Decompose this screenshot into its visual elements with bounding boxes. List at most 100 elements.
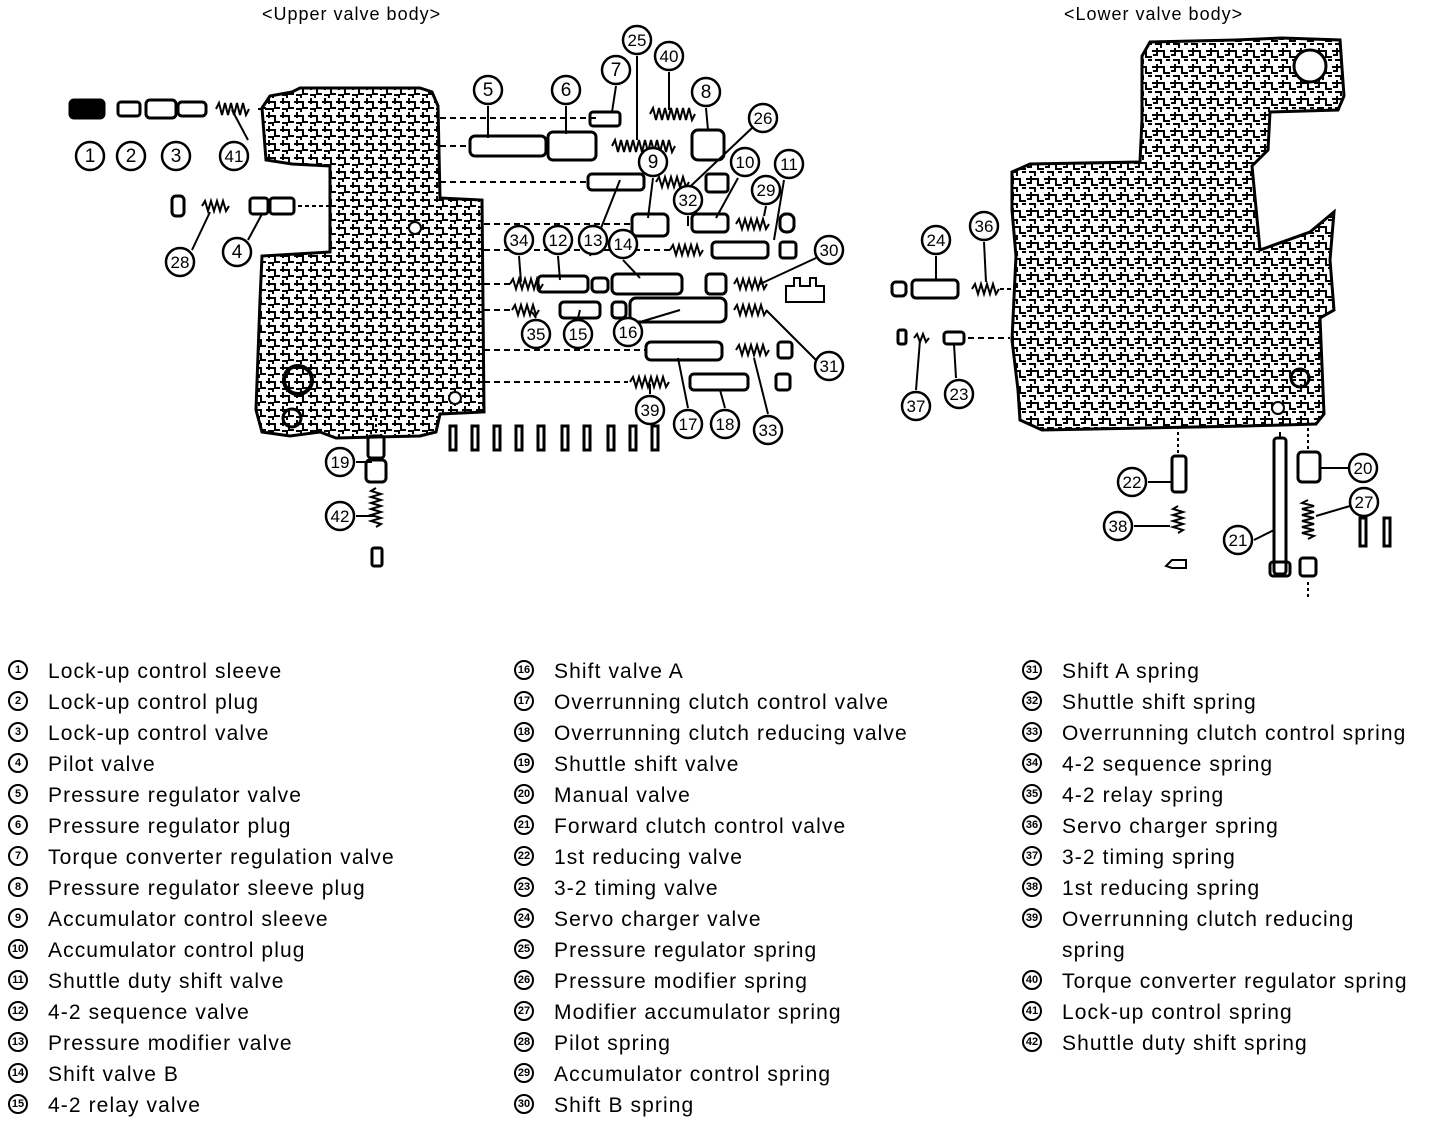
legend-label: Pressure regulator plug — [48, 815, 292, 838]
callout-leader-line — [763, 205, 767, 217]
callout-leader-line — [557, 255, 561, 281]
pin-row — [448, 424, 660, 452]
legend-number: 35 — [1022, 784, 1042, 804]
legend-number: 38 — [1022, 877, 1042, 897]
legend-number: 40 — [1022, 970, 1042, 990]
callout-circle — [74, 140, 106, 172]
callout-leader-line — [765, 309, 817, 361]
legend-label: Torque converter regulator spring — [1062, 970, 1408, 993]
callout-number: 1 — [85, 146, 96, 167]
legend-number: 26 — [514, 970, 534, 990]
legend-number: 15 — [8, 1094, 28, 1114]
callout-circle — [115, 140, 147, 172]
callout-circle — [1348, 486, 1380, 518]
callout-leader-line — [231, 109, 249, 141]
legend-number: 1 — [8, 660, 28, 680]
callout-number: 28 — [171, 253, 190, 272]
callout-leader-line — [677, 357, 689, 409]
legend-number: 30 — [514, 1094, 534, 1114]
callout-leader-line — [753, 357, 769, 415]
legend-number: 32 — [1022, 691, 1042, 711]
legend-label: Lock-up control sleeve — [48, 660, 283, 683]
legend-item: 27 Modifier accumulator spring — [514, 997, 908, 1028]
legend-label: Pilot spring — [554, 1032, 672, 1055]
legend-label: Shuttle shift valve — [554, 753, 740, 776]
legend-number: 41 — [1022, 1001, 1042, 1021]
callout-circle — [1116, 466, 1148, 498]
legend-number: 7 — [8, 846, 28, 866]
callout-number: 12 — [549, 231, 568, 250]
legend-label: 3-2 timing spring — [1062, 846, 1236, 869]
legend-label: 1st reducing spring — [1062, 877, 1261, 900]
callout-circle — [600, 54, 632, 86]
callout-leader-line — [577, 309, 581, 319]
legend-number: 42 — [1022, 1032, 1042, 1052]
callout-leader-line — [705, 107, 709, 131]
legend-item: 15 4-2 relay valve — [8, 1090, 395, 1121]
legend-label: 4-2 sequence valve — [48, 1001, 250, 1024]
legend-number: 24 — [514, 908, 534, 928]
callout-leader-line — [915, 339, 921, 391]
legend-label: Lock-up control valve — [48, 722, 270, 745]
callout-number: 27 — [1355, 493, 1374, 512]
legend-label: Overrunning clutch reducing spring — [1062, 908, 1355, 962]
upper-valve-body — [254, 86, 486, 440]
callout-leader-line — [518, 255, 522, 283]
callout-leader-line — [719, 389, 726, 409]
callout-leader-line — [1253, 529, 1275, 541]
legend-label: Shuttle shift spring — [1062, 691, 1257, 714]
legend-item: 38 1st reducing spring — [1022, 873, 1408, 904]
callout-number: 3 — [171, 146, 182, 167]
callout-circle — [943, 378, 975, 410]
callout-number: 24 — [927, 231, 946, 250]
callout-number: 41 — [225, 147, 244, 166]
callout-number: 31 — [820, 357, 839, 376]
callout-number: 10 — [736, 153, 755, 172]
callout-number: 4 — [232, 242, 243, 263]
callout-circle — [750, 174, 782, 206]
exploded-view-svg: 1234567891011121314151617181920212223242… — [68, 24, 1392, 598]
legend-label: Pressure modifier valve — [48, 1032, 293, 1055]
callout-number: 22 — [1123, 473, 1142, 492]
legend-number: 27 — [514, 1001, 534, 1021]
callout-circle — [520, 318, 552, 350]
callout-number: 20 — [1354, 459, 1373, 478]
callout-leader-line — [715, 177, 739, 219]
legend-label: Pilot valve — [48, 753, 156, 776]
callout-leader-line — [531, 311, 537, 319]
callout-circle — [752, 414, 784, 446]
legend-number: 18 — [514, 722, 534, 742]
callout-circle — [562, 318, 594, 350]
legend-number: 16 — [514, 660, 534, 680]
legend-label: Modifier accumulator spring — [554, 1001, 842, 1024]
legend-label: 4-2 relay valve — [48, 1094, 202, 1117]
legend-label: Manual valve — [554, 784, 691, 807]
callout-circle — [472, 74, 504, 106]
callout-leader-line — [639, 309, 681, 323]
callout-circle — [729, 146, 761, 178]
legend-number: 5 — [8, 784, 28, 804]
callout-number: 30 — [820, 241, 839, 260]
